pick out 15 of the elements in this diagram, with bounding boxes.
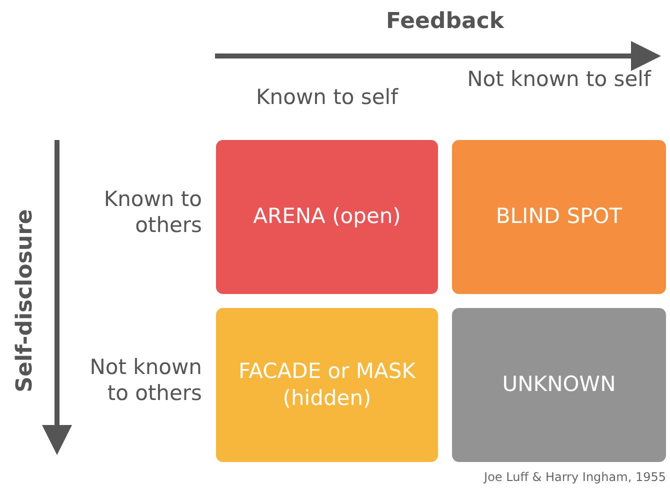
credit-note: Joe Luff & Harry Ingham, 1955 xyxy=(482,470,666,485)
quadrant-label: ARENA (open) xyxy=(253,203,401,230)
quadrant-box xyxy=(216,140,438,294)
quadrant-box xyxy=(452,140,666,294)
axis-title: Self-disclosure xyxy=(11,208,38,394)
quadrant-box xyxy=(452,308,666,462)
axis-label: Not known to self xyxy=(466,66,652,92)
axis-label: Known to others xyxy=(102,186,202,238)
axis-label: Not known to others xyxy=(88,354,202,406)
quadrant-box xyxy=(216,308,438,462)
quadrant-label: FACADE or MASK (hidden) xyxy=(237,358,417,412)
quadrant-label: BLIND SPOT xyxy=(496,203,622,230)
axis-title: Feedback xyxy=(385,8,506,36)
quadrant-label: UNKNOWN xyxy=(502,371,616,398)
axis-label: Known to self xyxy=(255,84,400,110)
